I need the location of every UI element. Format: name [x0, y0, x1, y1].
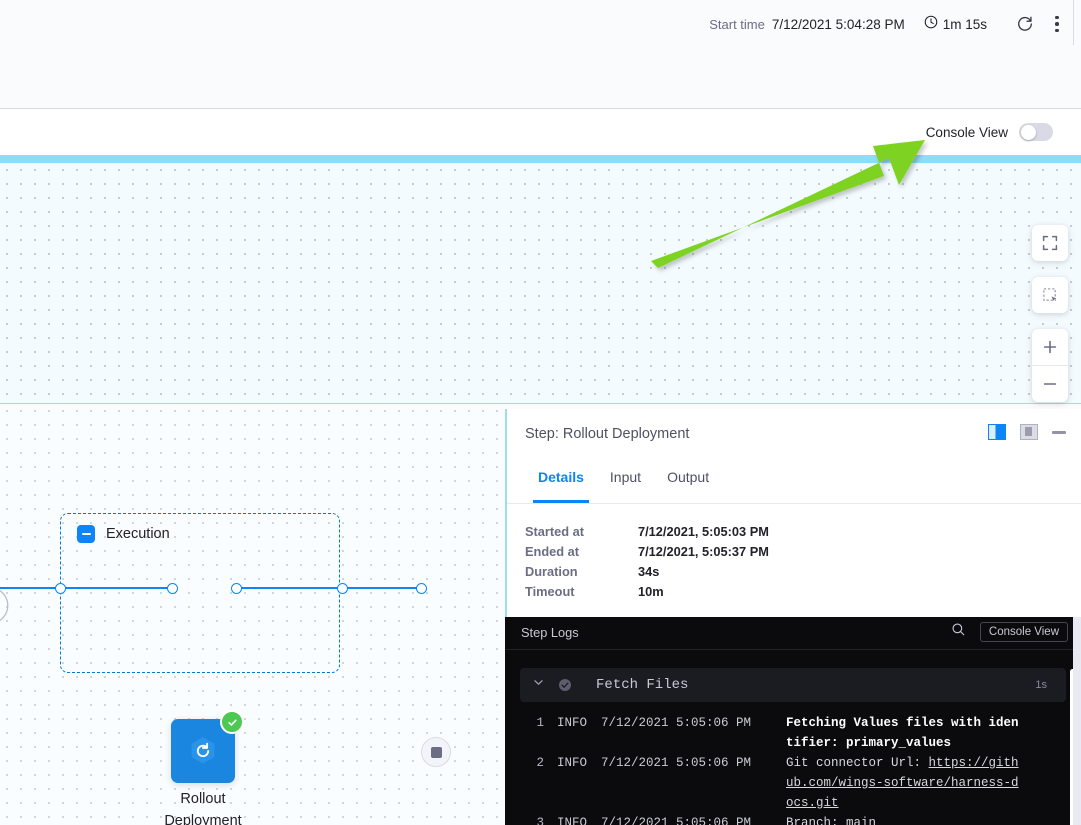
- graph-connectors: [0, 587, 421, 622]
- zoom-in-icon[interactable]: [1032, 329, 1068, 365]
- log-message-link[interactable]: https://github.com/wings-software/harnes…: [786, 756, 1019, 810]
- log-line-message: Branch: main: [786, 816, 877, 825]
- fit-to-screen-icon[interactable]: [1032, 225, 1068, 261]
- chevron-down-icon[interactable]: [532, 676, 545, 694]
- detail-row: Started at 7/12/2021, 5:05:03 PM: [525, 521, 1081, 541]
- detail-key: Started at: [525, 523, 585, 539]
- console-view-bar: Console View: [0, 109, 1081, 155]
- log-line-number: 1: [536, 716, 544, 730]
- duration-value: 1m 15s: [942, 16, 987, 32]
- connector-dot-group-out[interactable]: [337, 583, 348, 594]
- detail-key: Ended at: [525, 543, 580, 559]
- detail-value: 7/12/2021, 5:05:03 PM: [638, 523, 769, 539]
- step-success-badge: [220, 710, 244, 734]
- node-label-line2: Deployment: [164, 813, 242, 825]
- canvas-accent-bar: [0, 155, 1081, 163]
- start-time-label: Start time: [709, 16, 765, 32]
- log-line-number: 2: [536, 756, 544, 770]
- logs-console-view-button[interactable]: Console View: [979, 622, 1068, 642]
- execution-group-header: Execution: [77, 525, 170, 543]
- layout-bottom-icon[interactable]: [1020, 424, 1038, 440]
- execution-step-group[interactable]: Execution: [60, 513, 340, 673]
- log-line: 2 INFO 7/12/2021 5:05:06 PM Git connecto…: [520, 753, 1081, 813]
- log-line: 3 INFO 7/12/2021 5:05:06 PM Branch: main: [520, 813, 1081, 825]
- section-success-icon: [558, 678, 572, 692]
- rollout-deployment-node[interactable]: [171, 710, 244, 783]
- step-details-list: Started at 7/12/2021, 5:05:03 PM Ended a…: [507, 504, 1081, 601]
- zoom-out-icon[interactable]: [1032, 365, 1068, 402]
- detail-key: Timeout: [525, 583, 575, 599]
- kebab-menu-icon[interactable]: [1041, 8, 1073, 40]
- step-logs-header-actions: Console View: [951, 622, 1068, 642]
- step-logs-panel: Step Logs Console View Fetch Files 1s 1 …: [505, 617, 1081, 825]
- step-panel-title: Step: Rollout Deployment: [525, 426, 690, 442]
- log-lines[interactable]: 1 INFO 7/12/2021 5:05:06 PM Fetching Val…: [505, 713, 1081, 825]
- log-line-message: Fetching Values files with identifier: p…: [786, 716, 1019, 750]
- log-line-time: 7/12/2021 5:05:06 PM: [601, 716, 752, 730]
- duration-group: 1m 15s: [924, 15, 987, 34]
- tab-output[interactable]: Output: [667, 469, 710, 485]
- log-panel-right-edge: [1073, 617, 1081, 825]
- zoom-stepper: [1032, 329, 1068, 402]
- clock-icon: [924, 15, 938, 34]
- layout-right-icon[interactable]: [988, 424, 1006, 440]
- detail-row: Duration 34s: [525, 561, 1081, 581]
- log-line-number: 3: [536, 816, 544, 825]
- minimize-icon[interactable]: [1052, 430, 1066, 434]
- top-bar: Start time 7/12/2021 5:04:28 PM 1m 15s: [0, 0, 1081, 109]
- log-line-time: 7/12/2021 5:05:06 PM: [601, 816, 752, 825]
- node-label-line1: Rollout: [180, 791, 226, 807]
- detail-key: Duration: [525, 563, 578, 579]
- log-scrollbar[interactable]: [1070, 669, 1075, 825]
- step-logs-title: Step Logs: [521, 625, 579, 640]
- step-panel-header: Step: Rollout Deployment: [507, 409, 1081, 463]
- tab-input[interactable]: Input: [609, 469, 642, 485]
- log-line-message: Git connector Url: https://github.com/wi…: [786, 753, 1020, 813]
- section-duration: 1s: [1035, 679, 1047, 691]
- step-panel-controls: [988, 424, 1066, 440]
- connector-dot-end-in[interactable]: [416, 583, 427, 594]
- step-panel-tabs: Details Input Output: [507, 463, 1081, 504]
- connector-dot-node-out[interactable]: [231, 583, 242, 594]
- tab-details[interactable]: Details: [525, 463, 597, 503]
- execution-group-label: Execution: [106, 526, 170, 542]
- log-section-fetch-files[interactable]: Fetch Files 1s: [520, 668, 1066, 702]
- section-name: Fetch Files: [596, 677, 689, 693]
- refresh-icon[interactable]: [1009, 8, 1041, 40]
- log-line-level: INFO: [557, 716, 588, 730]
- log-line-time: 7/12/2021 5:05:06 PM: [601, 756, 752, 770]
- top-bar-right-group: Start time 7/12/2021 5:04:28 PM 1m 15s: [709, 8, 1073, 40]
- log-line-level: INFO: [557, 756, 588, 770]
- console-view-label: Console View: [925, 124, 1008, 140]
- search-icon[interactable]: [951, 622, 966, 642]
- canvas-zoom-tools: [1032, 225, 1068, 402]
- rollout-deployment-node-label: Rollout Deployment: [133, 788, 273, 825]
- connector-dot-group-in[interactable]: [55, 583, 66, 594]
- collapse-group-icon[interactable]: [77, 525, 95, 543]
- detail-value: 34s: [638, 563, 660, 579]
- detail-value: 7/12/2021, 5:05:37 PM: [638, 543, 769, 559]
- log-line: 1 INFO 7/12/2021 5:05:06 PM Fetching Val…: [520, 713, 1081, 753]
- pipeline-stop-node[interactable]: [421, 737, 451, 767]
- detail-value: 10m: [638, 583, 664, 599]
- detail-row: Ended at 7/12/2021, 5:05:37 PM: [525, 541, 1081, 561]
- top-bar-divider: [1073, 0, 1074, 45]
- detail-row: Timeout 10m: [525, 581, 1081, 601]
- log-line-level: INFO: [557, 816, 588, 825]
- connector-dot-node-in[interactable]: [167, 583, 178, 594]
- step-logs-header: Step Logs Console View: [505, 617, 1081, 650]
- console-view-group: Console View: [926, 109, 1053, 155]
- rollout-deployment-icon: [191, 737, 215, 764]
- select-area-icon[interactable]: [1032, 277, 1068, 313]
- canvas-region-divider: [0, 403, 1081, 404]
- execution-graph: Execution Rollout Deployment: [0, 163, 505, 825]
- log-message-prefix: Git connector Url:: [786, 756, 929, 770]
- console-view-toggle[interactable]: [1019, 123, 1053, 141]
- start-time-value: 7/12/2021 5:04:28 PM: [771, 16, 905, 32]
